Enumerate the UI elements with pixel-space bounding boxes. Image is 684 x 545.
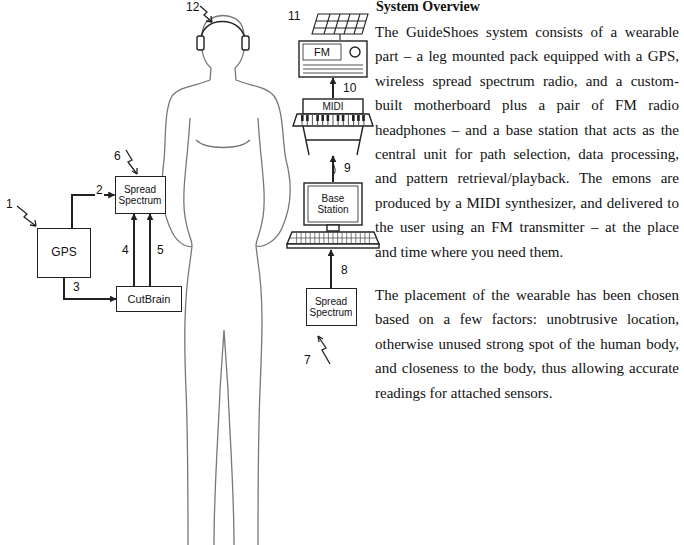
node-label: MIDI: [322, 101, 343, 113]
node-label: Spread Spectrum: [309, 296, 354, 319]
text-area: Spread Spectrum: [309, 291, 354, 323]
wireless-bolts: [17, 6, 330, 364]
node-label: GPS: [51, 246, 76, 260]
computer-drawing: [286, 182, 380, 250]
signal-arrow: [149, 214, 151, 286]
signal-arrow: [72, 195, 115, 228]
text-area: Base Station: [308, 186, 358, 222]
callout-number: 6: [114, 150, 121, 162]
callout-number: 8: [340, 264, 349, 276]
midi-synthesizer: MIDI: [293, 98, 373, 156]
signal-arrow: [332, 78, 334, 98]
gps-box: GPS: [37, 228, 91, 278]
callout-number: 7: [304, 354, 311, 366]
base-station: Base Station: [286, 182, 380, 250]
signal-arrow: [133, 214, 135, 286]
text-area: GPS: [40, 231, 88, 275]
callout-number: 2: [95, 184, 104, 196]
fm-transmitter: FM: [298, 40, 368, 78]
human-figure: [162, 16, 290, 545]
text-area: Spread Spectrum: [118, 179, 163, 211]
node-label: FM: [314, 46, 330, 59]
signal-arrow: [64, 278, 116, 299]
motherboard-box: CutBrain: [116, 286, 182, 312]
callout-number: 12: [186, 1, 199, 13]
callout-number: 3: [72, 281, 81, 293]
callout-number: 9: [343, 162, 352, 174]
headphones: [197, 22, 249, 51]
node-label: CutBrain: [128, 293, 171, 306]
node-label: Base Station: [308, 193, 358, 216]
callout-number: 10: [342, 82, 357, 94]
signal-arrow: [332, 156, 334, 182]
radio-box: Spread Spectrum: [115, 176, 166, 214]
signal-arrow: [330, 250, 332, 288]
section-heading: System Overview: [376, 0, 480, 14]
radio-drawing: [298, 40, 368, 78]
fm-antenna: [312, 14, 368, 40]
callout-number: 11: [288, 10, 300, 22]
callout-number: 4: [121, 244, 130, 256]
text-area: MIDI: [303, 99, 363, 114]
callout-number: 1: [6, 198, 13, 210]
text-area: FM: [303, 44, 341, 60]
node-label: Spread Spectrum: [118, 184, 163, 207]
callout-number: 5: [156, 244, 165, 256]
radio-box: Spread Spectrum: [306, 288, 357, 326]
text-area: CutBrain: [119, 289, 179, 309]
body-paragraph: The GuideShoes system consists of a wear…: [375, 20, 679, 264]
body-paragraph: The placement of the wearable has been c…: [375, 283, 679, 405]
